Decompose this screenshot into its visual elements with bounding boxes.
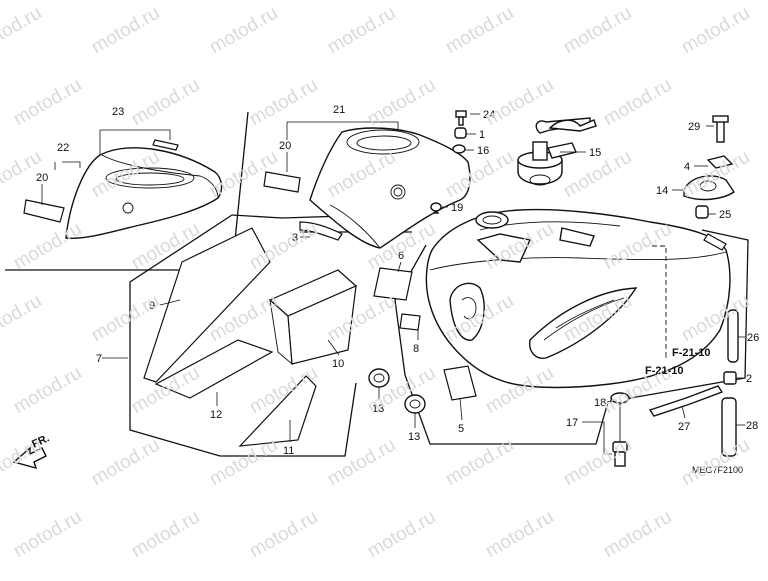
- callout-1: 1: [479, 129, 485, 141]
- callout-27: 27: [678, 421, 690, 433]
- callout-15: 15: [589, 147, 601, 159]
- part-fuel-lines: [610, 309, 739, 467]
- callout-18: 18: [594, 397, 606, 409]
- callout-23: 23: [112, 106, 124, 118]
- callout-11: 11: [283, 445, 294, 457]
- callout-7: 7: [96, 353, 102, 365]
- callout-4: 4: [684, 161, 690, 173]
- callout-28: 28: [746, 420, 758, 432]
- callout-13-left: 13: [372, 403, 384, 415]
- part-cover-front: [263, 127, 471, 249]
- callout-10: 10: [332, 358, 344, 370]
- callout-24: 24: [483, 109, 495, 121]
- callout-8: 8: [413, 343, 419, 355]
- part-insulator-pads: [373, 267, 477, 401]
- section-references: F-21-10 F-21-10: [645, 347, 711, 377]
- callout-13-right: 13: [408, 431, 420, 443]
- callout-21: 21: [333, 104, 345, 116]
- callout-19: 19: [451, 202, 463, 214]
- callout-26: 26: [747, 332, 759, 344]
- callout-17: 17: [566, 417, 578, 429]
- callout-5: 5: [458, 423, 464, 435]
- callout-12: 12: [210, 409, 222, 421]
- part-rear-mount: [683, 115, 735, 219]
- reference-lower: F-21-10: [645, 365, 684, 377]
- callout-3: 3: [292, 232, 298, 244]
- direction-arrow: FR.: [12, 432, 51, 470]
- callout-2: 2: [746, 373, 752, 385]
- diagram-code: MEG7F2100: [692, 465, 743, 475]
- reference-upper: F-21-10: [672, 347, 711, 359]
- callout-29: 29: [688, 121, 700, 133]
- callout-20-rear: 20: [36, 172, 48, 184]
- callout-22: 22: [57, 142, 69, 154]
- direction-label: FR.: [30, 432, 51, 450]
- callout-9: 9: [149, 300, 155, 312]
- part-fuel-tank: [425, 208, 731, 389]
- callout-25: 25: [719, 209, 731, 221]
- callout-6: 6: [398, 250, 404, 262]
- part-bushings: [368, 368, 426, 414]
- callout-14: 14: [656, 185, 668, 197]
- callout-16: 16: [477, 145, 489, 157]
- part-fuel-cap: [517, 117, 597, 186]
- part-rubber-pads: [143, 227, 358, 447]
- leader-lines: [41, 113, 745, 455]
- small-hardware: [430, 110, 467, 212]
- callout-20-front: 20: [279, 140, 291, 152]
- part-cover-rear: [23, 139, 223, 240]
- callout-labels: 23 22 20 21 20 24 1 16 19 15 29 4 14 25 …: [36, 104, 759, 457]
